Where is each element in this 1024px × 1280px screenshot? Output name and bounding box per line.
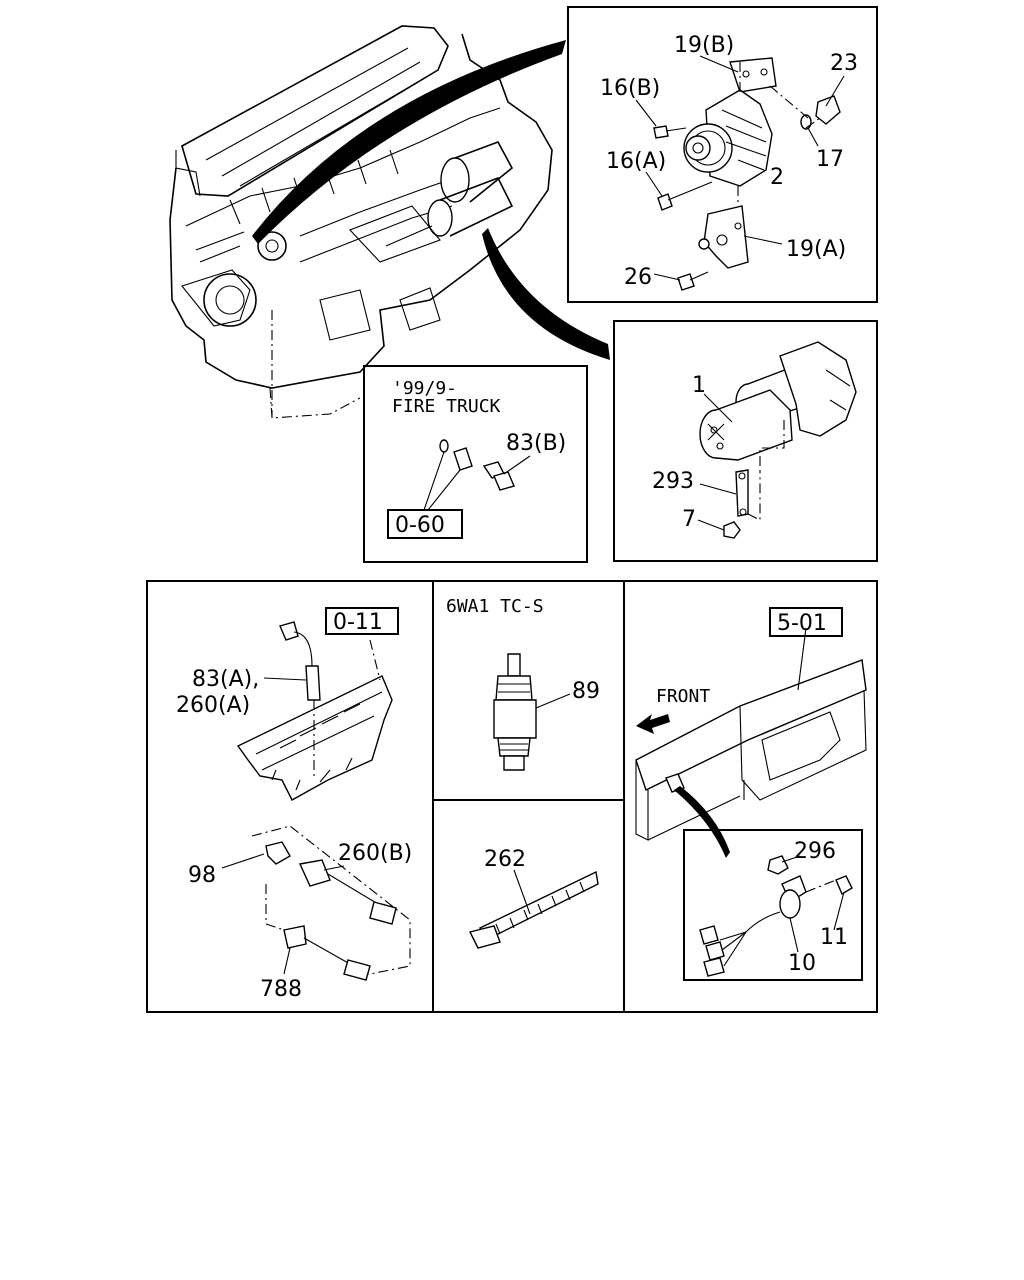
callout-23: 23 <box>830 51 858 76</box>
callout-19b: 19(B) <box>674 33 734 58</box>
cylinder-head-assembly <box>221 621 411 981</box>
sensor-89 <box>493 653 571 771</box>
starter-assembly <box>697 341 857 539</box>
callout-16a: 16(A) <box>606 149 666 174</box>
starter-box <box>613 320 878 562</box>
lower-panel-dividers <box>432 581 625 1012</box>
fire-truck-note-line1: '99/9- <box>392 378 457 399</box>
callout-260b: 260(B) <box>338 841 412 866</box>
callout-7: 7 <box>682 507 696 532</box>
front-arrow-icon <box>636 714 670 734</box>
callout-10: 10 <box>788 951 816 976</box>
callout-262: 262 <box>484 847 526 872</box>
fire-truck-sensor <box>423 439 531 511</box>
ref-box-0-60 <box>387 509 463 539</box>
engine-overview <box>169 25 610 419</box>
frame-assembly <box>635 627 867 858</box>
callout-788: 788 <box>260 977 302 1002</box>
speed-sensor-box <box>683 829 863 981</box>
variant-note: 6WA1 TC-S <box>446 596 544 617</box>
callout-19a: 19(A) <box>786 237 846 262</box>
callout-260a: 260(A) <box>176 693 250 718</box>
callout-1: 1 <box>692 373 706 398</box>
ref-box-5-01 <box>769 607 843 637</box>
ref-5-01: 5-01 <box>777 611 827 636</box>
callout-26: 26 <box>624 265 652 290</box>
callout-16b: 16(B) <box>600 76 660 101</box>
lower-panel-box <box>146 580 878 1013</box>
callout-11: 11 <box>820 925 848 950</box>
cable-tie-262 <box>468 869 599 949</box>
callout-2: 2 <box>770 165 784 190</box>
front-label: FRONT <box>656 686 710 707</box>
ref-box-0-11 <box>325 607 399 635</box>
callout-83a: 83(A), <box>192 667 259 692</box>
callout-17: 17 <box>816 147 844 172</box>
callout-83b: 83(B) <box>506 431 566 456</box>
alternator-box <box>567 6 878 303</box>
speed-sensor-assembly <box>699 855 853 977</box>
ref-0-60: 0-60 <box>395 513 445 538</box>
fire-truck-note-line2: FIRE TRUCK <box>392 396 501 417</box>
fire-truck-box <box>363 365 588 563</box>
callout-98: 98 <box>188 863 216 888</box>
callout-89: 89 <box>572 679 600 704</box>
callout-293: 293 <box>652 469 694 494</box>
ref-0-11: 0-11 <box>333 610 383 635</box>
callout-296: 296 <box>794 839 836 864</box>
alternator-assembly <box>635 55 845 291</box>
